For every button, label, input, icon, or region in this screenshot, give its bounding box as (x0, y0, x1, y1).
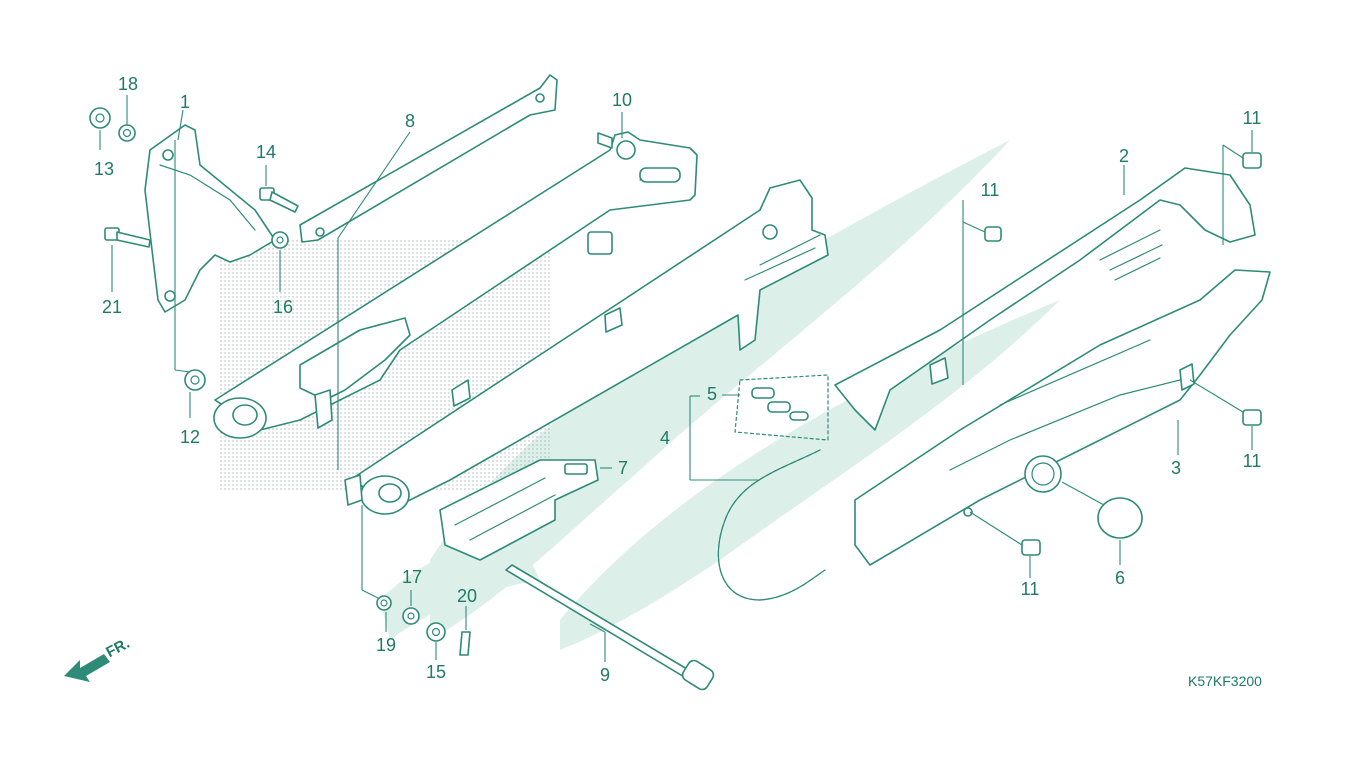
fasteners-bottom (376, 595, 471, 656)
callout-12: 12 (180, 427, 200, 447)
callout-10: 10 (612, 90, 632, 110)
callout-21: 21 (102, 297, 122, 317)
callout-15: 15 (426, 662, 446, 682)
callout-2: 2 (1119, 146, 1129, 166)
part-chain-slider (439, 459, 599, 561)
callout-3: 3 (1171, 458, 1181, 478)
callout-11-c: 11 (1243, 451, 1262, 471)
callout-4: 4 (660, 428, 670, 448)
front-label: FR. (103, 635, 132, 661)
callout-20: 20 (457, 586, 477, 606)
callout-1: 1 (180, 92, 190, 112)
callout-19: 19 (376, 635, 396, 655)
leader-lines (99, 95, 1253, 662)
callout-17: 17 (402, 567, 422, 587)
diagram-code: K57KF3200 (1188, 673, 1262, 689)
callout-11-b: 11 (1243, 108, 1262, 128)
callout-9: 9 (600, 665, 610, 685)
part-swingarm (213, 131, 829, 515)
part-chain-guide-plate (144, 124, 276, 313)
callouts: 1 2 3 4 5 6 7 8 9 10 11 11 11 11 11 12 1… (94, 74, 1261, 685)
fasteners-left (89, 107, 299, 391)
callout-8: 8 (405, 111, 415, 131)
callout-6: 6 (1115, 568, 1125, 588)
callout-11-d: 11 (1021, 579, 1040, 599)
part-cap (1097, 497, 1143, 539)
fasteners-right (984, 152, 1262, 556)
callout-14: 14 (256, 142, 276, 162)
part-chain-case-lower (854, 269, 1271, 566)
callout-7: 7 (618, 458, 628, 478)
callout-16: 16 (273, 297, 293, 317)
part-axle (505, 564, 715, 691)
callout-11-a: 11 (981, 180, 1000, 200)
front-direction-arrow: FR. (64, 635, 133, 682)
part-chain-case-upper (834, 167, 1256, 431)
callout-5: 5 (707, 384, 717, 404)
part-drive-chain (717, 374, 829, 601)
callout-13: 13 (94, 159, 114, 179)
callout-18: 18 (118, 74, 138, 94)
